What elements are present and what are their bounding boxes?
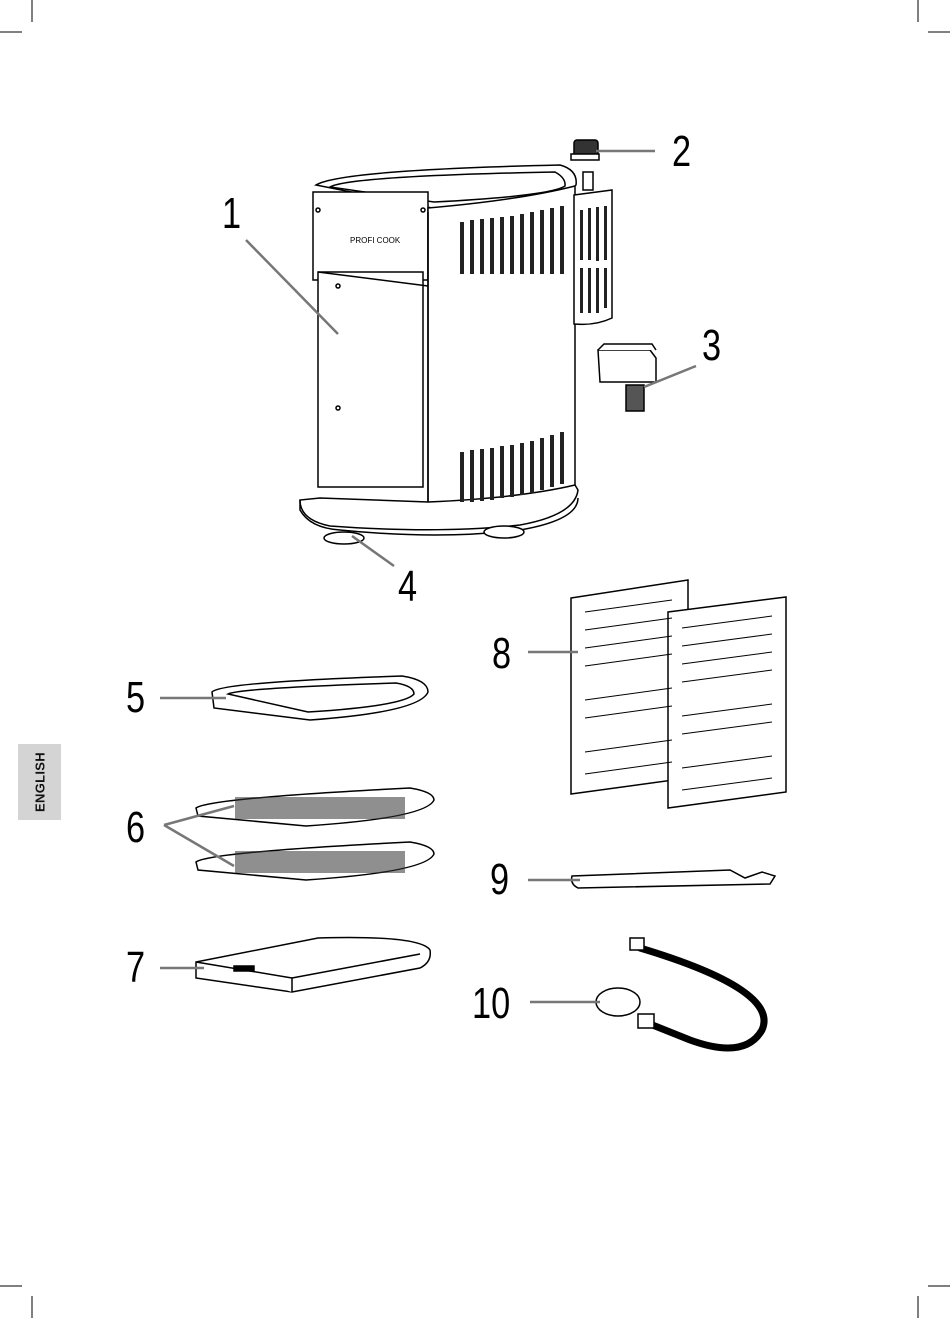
callout-2: 2 <box>672 130 691 174</box>
callout-8: 8 <box>492 632 511 676</box>
part-5-frame <box>212 676 428 720</box>
callout-3: 3 <box>702 324 721 368</box>
callout-6: 6 <box>126 806 145 850</box>
brand-logo: PROFI COOK <box>350 236 401 245</box>
callout-5: 5 <box>126 676 145 720</box>
part-10-regulator-hose <box>596 938 764 1048</box>
callout-1: 1 <box>222 192 241 236</box>
callout-10: 10 <box>472 982 510 1026</box>
part-7-tray <box>196 938 430 993</box>
part-1-housing <box>300 165 612 544</box>
part-2-knob <box>571 140 599 160</box>
part-3-connector <box>598 344 656 411</box>
part-9-tool <box>572 870 775 888</box>
callout-4: 4 <box>398 565 417 609</box>
grate-holes <box>235 797 405 873</box>
callout-9: 9 <box>490 858 509 902</box>
language-tab: ENGLISH <box>18 744 61 820</box>
part-8-panels <box>571 580 786 808</box>
language-tab-label: ENGLISH <box>32 752 47 812</box>
callout-7: 7 <box>126 946 145 990</box>
